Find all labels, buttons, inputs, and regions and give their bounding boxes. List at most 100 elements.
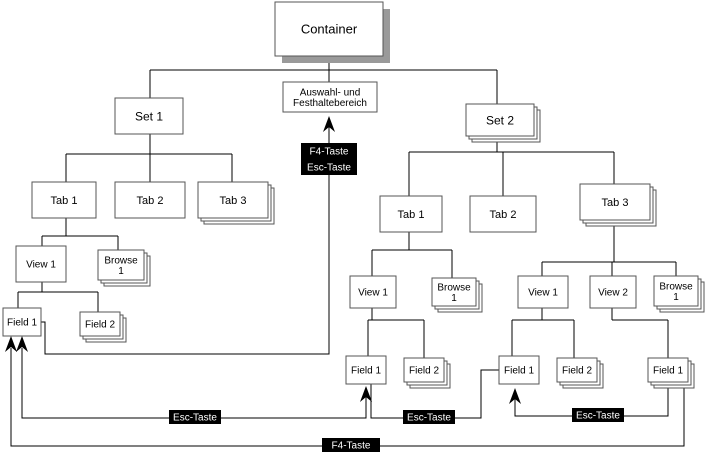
arrowheads	[5, 116, 521, 404]
node-r-field1a: Field 1	[498, 355, 540, 385]
node-box	[345, 355, 387, 385]
node-m-view1: View 1	[349, 275, 397, 309]
node-label: View 2	[598, 288, 628, 299]
node-label: Field 2	[562, 366, 592, 377]
arrowhead-up-icon	[360, 386, 372, 402]
node-box	[431, 277, 477, 307]
node-label-line1: Browse	[659, 282, 693, 293]
f4-key-label: F4-Taste	[322, 438, 380, 452]
node-box	[498, 355, 540, 385]
node-l-tab2: Tab 2	[114, 181, 186, 219]
arrowhead-up-icon	[509, 388, 521, 404]
node-box	[97, 249, 145, 281]
node-label-line2: Festhaltebereich	[293, 98, 367, 109]
node-r-tab3: Tab 3	[579, 183, 657, 227]
node-label: Field 1	[351, 366, 381, 377]
node-set2: Set 2	[465, 103, 541, 143]
node-l-view1: View 1	[15, 245, 67, 283]
node-label-line2: 1	[673, 292, 679, 303]
arrowhead-up-icon	[16, 336, 28, 352]
node-box	[517, 275, 569, 309]
key-label-box	[403, 410, 455, 424]
node-box	[197, 181, 269, 219]
node-label: Tab 2	[137, 195, 164, 207]
key-label-box	[322, 438, 380, 452]
node-r-view2: View 2	[589, 275, 637, 309]
node-box	[403, 357, 445, 383]
esc-key-label: Esc-Taste	[169, 410, 221, 424]
node-label: Set 2	[486, 113, 514, 127]
node-label-line2: 1	[451, 293, 457, 304]
node-l-field1: Field 1	[2, 307, 42, 337]
key-label-text: F4-Taste	[332, 441, 371, 452]
node-label-line1: Browse	[437, 283, 471, 294]
node-box	[114, 97, 184, 135]
esc-key-label: Esc-Taste	[572, 408, 624, 422]
node-box	[589, 275, 637, 309]
key-label-text: Esc-Taste	[307, 163, 351, 174]
node-label: View 1	[26, 260, 56, 271]
node-l-tab1: Tab 1	[31, 181, 97, 219]
node-label: Set 1	[135, 109, 163, 123]
key-label-box	[572, 408, 624, 422]
node-label: View 1	[528, 288, 558, 299]
node-label: Field 2	[85, 320, 115, 331]
key-label-text: F4-Taste	[310, 147, 349, 158]
node-label: Tab 1	[398, 209, 425, 221]
arrowhead-up-icon	[323, 116, 335, 132]
node-label: Tab 3	[602, 197, 629, 209]
node-box	[556, 357, 598, 383]
node-r-field1b: Field 1	[647, 357, 695, 389]
node-m-field1: Field 1	[345, 355, 387, 385]
key-label-box	[301, 143, 357, 175]
node-label-line1: Auswahl- und	[300, 88, 361, 99]
node-box	[349, 275, 397, 309]
node-label: View 1	[358, 288, 388, 299]
node-box	[579, 183, 651, 221]
node-l-tab3: Tab 3	[197, 181, 275, 225]
node-box	[15, 245, 67, 283]
node-label: Field 2	[409, 366, 439, 377]
node-label: Tab 3	[220, 195, 247, 207]
node-box	[653, 275, 699, 307]
node-box	[379, 195, 443, 233]
node-label-line2: 1	[118, 266, 124, 277]
node-label: Container	[301, 22, 358, 37]
node-label: Field 1	[504, 366, 534, 377]
key-label-text: Esc-Taste	[407, 413, 451, 424]
node-m-field2: Field 2	[403, 357, 451, 389]
node-box	[79, 311, 121, 337]
node-label: Tab 2	[490, 209, 517, 221]
node-label: Field 1	[7, 318, 37, 329]
node-box	[465, 103, 535, 137]
node-box	[469, 195, 537, 233]
node-label-line1: Browse	[104, 256, 138, 267]
node-r-view1: View 1	[517, 275, 569, 309]
arrowhead-up-icon	[5, 336, 17, 352]
key-label-text: Esc-Taste	[576, 411, 620, 422]
key-label-text: Esc-Taste	[173, 413, 217, 424]
node-box	[647, 357, 689, 383]
node-container: Container	[274, 1, 390, 63]
node-l-field2: Field 2	[79, 311, 127, 343]
node-box	[31, 181, 97, 219]
key-label-box	[169, 410, 221, 424]
node-box	[282, 81, 378, 113]
node-box	[274, 1, 384, 57]
node-r-field2: Field 2	[556, 357, 604, 389]
connector-line	[41, 124, 330, 355]
node-label: Tab 1	[51, 195, 78, 207]
esc-key-label: Esc-Taste	[403, 410, 455, 424]
connector-line	[21, 348, 367, 419]
node-box	[114, 181, 186, 219]
node-set1: Set 1	[114, 97, 184, 135]
node-label: Field 1	[653, 366, 683, 377]
